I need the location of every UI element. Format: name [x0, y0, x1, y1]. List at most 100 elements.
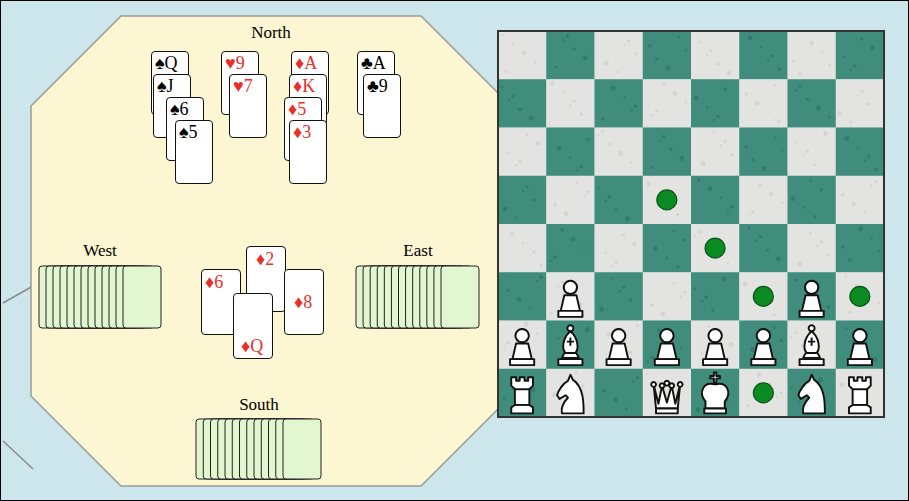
light-square: [595, 321, 644, 370]
dark-square: [836, 224, 885, 273]
marble-speck: [652, 114, 654, 116]
marble-speck: [536, 141, 541, 146]
marble-speck: [650, 356, 654, 360]
marble-speck: [630, 161, 632, 163]
card-rank: ♥9: [225, 53, 245, 73]
light-square: [546, 79, 595, 128]
marble-speck: [701, 300, 703, 302]
piece-outline: [805, 281, 818, 294]
piece-outline: [800, 311, 824, 317]
marble-speck: [574, 371, 578, 375]
light-square: [836, 79, 885, 128]
dark-square: [691, 272, 740, 321]
marble-speck: [525, 133, 529, 137]
marble-speck: [630, 109, 632, 111]
marble-speck: [802, 154, 804, 156]
marble-speck: [758, 183, 762, 187]
marble-speck: [723, 87, 727, 91]
marble-speck: [553, 203, 557, 207]
marble-speck: [581, 384, 585, 388]
dark-square: [546, 224, 595, 273]
piece-outline: [805, 331, 819, 353]
marble-speck: [601, 130, 605, 134]
seat-label-box: South: [239, 395, 279, 415]
dark-square: [595, 369, 644, 418]
dark-square: [498, 272, 547, 321]
dark-square: [691, 79, 740, 128]
move-dot: [753, 383, 773, 403]
marble-speck: [616, 71, 618, 73]
piece-outline: [848, 359, 872, 365]
marble-speck: [845, 275, 847, 277]
chess-rook: [849, 377, 871, 413]
marble-speck: [777, 119, 781, 123]
light-square: [595, 128, 644, 177]
marble-speck: [867, 155, 871, 159]
marble-speck: [583, 56, 588, 61]
marble-speck: [864, 159, 866, 161]
piece-outline: [808, 337, 815, 345]
marble-speck: [748, 227, 750, 229]
marble-speck: [850, 69, 852, 71]
dark-square: [498, 79, 547, 128]
light-square: [836, 272, 885, 321]
light-square: [788, 31, 837, 80]
marble-speck: [727, 262, 729, 264]
marble-speck: [685, 101, 687, 103]
card-back: [123, 266, 161, 328]
marble-speck: [760, 46, 762, 48]
marble-speck: [774, 136, 776, 138]
marble-speck: [799, 84, 803, 88]
piece-outline: [558, 311, 582, 317]
card-rank: ♣9: [367, 76, 388, 96]
marble-speck: [845, 327, 847, 329]
piece-outline: [703, 359, 727, 365]
marble-speck: [618, 151, 623, 156]
marble-speck: [844, 136, 849, 141]
chess-queen: [651, 381, 682, 414]
marble-speck: [680, 347, 682, 349]
marble-speck: [518, 107, 522, 111]
card-rank: ♦Q: [241, 336, 263, 356]
marble-speck: [860, 89, 864, 93]
light-square: [498, 321, 547, 370]
dark-square: [691, 176, 740, 225]
marble-speck: [678, 36, 680, 38]
playing-card: ♣9: [363, 74, 401, 138]
marble-speck: [604, 200, 606, 202]
marble-speck: [874, 168, 878, 172]
marble-speck: [727, 210, 729, 212]
marble-speck: [748, 36, 753, 41]
piece-outline: [853, 388, 867, 390]
marble-speck: [583, 247, 585, 249]
light-square: [836, 176, 885, 225]
card-back: [283, 419, 321, 479]
piece-outline: [656, 409, 678, 414]
marble-speck: [653, 247, 658, 252]
marble-speck: [550, 312, 552, 314]
marble-speck: [781, 202, 783, 204]
seat-label: West: [83, 241, 117, 261]
marble-speck: [647, 360, 649, 362]
marble-speck: [709, 49, 713, 53]
dark-square: [788, 176, 837, 225]
marble-speck: [757, 372, 762, 377]
piece-outline: [515, 404, 529, 406]
light-square: [643, 79, 692, 128]
marble-speck: [781, 149, 783, 151]
piece-outline: [850, 343, 869, 359]
light-square: [691, 31, 740, 80]
seat-label: North: [251, 23, 291, 43]
piece-outline: [702, 384, 728, 409]
marble-speck: [706, 106, 708, 108]
marble-speck: [646, 181, 651, 186]
chess-bishop: [558, 325, 582, 365]
marble-speck: [504, 69, 508, 73]
marble-speck: [608, 143, 612, 147]
marble-speck: [562, 39, 564, 41]
marble-speck: [627, 39, 631, 43]
marble-speck: [679, 156, 684, 161]
piece-outline: [678, 382, 683, 387]
marble-speck: [777, 67, 781, 71]
